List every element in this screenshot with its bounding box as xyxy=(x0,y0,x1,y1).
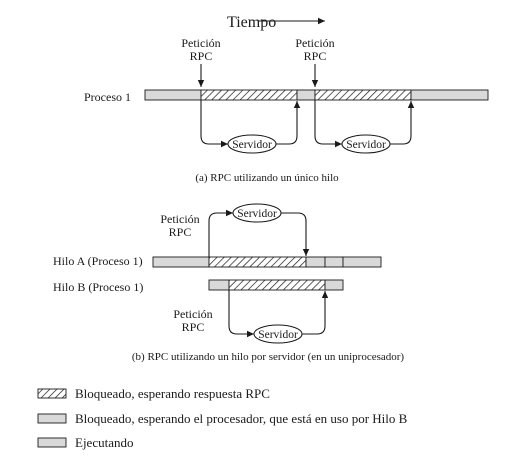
running-segment xyxy=(342,256,382,268)
server-label-b1: Servidor xyxy=(237,208,277,220)
blocked-rpc-segment xyxy=(228,279,326,291)
legend-swatch-hatched xyxy=(37,388,67,399)
blocked-rpc-segment xyxy=(200,89,298,101)
running-segment xyxy=(410,89,489,101)
time-label: Tiempo xyxy=(227,14,276,31)
request-label-b1-line1: Petición xyxy=(160,212,199,226)
reply-arrow-a2 xyxy=(390,101,415,145)
server-label-a2: Servidor xyxy=(346,139,386,151)
call-arrow-a1 xyxy=(200,100,228,148)
blocked-rpc-segment xyxy=(314,89,412,101)
reply-arrow-b2 xyxy=(302,291,329,335)
process-label: Proceso 1 xyxy=(84,90,131,104)
reply-arrow-b1 xyxy=(281,212,310,256)
call-arrow-a2 xyxy=(314,100,342,148)
thread-a-label: Hilo A (Proceso 1) xyxy=(53,254,143,268)
blocked-rpc-segment xyxy=(208,256,307,268)
request-label-b2-line1: Petición xyxy=(173,307,212,321)
reply-arrow-a1 xyxy=(276,101,301,145)
thread-b-label: Hilo B (Proceso 1) xyxy=(53,280,143,294)
legend: Bloqueado, esperando respuesta RPC Bloqu… xyxy=(37,386,408,450)
legend-label-running: Ejecutando xyxy=(75,435,133,450)
thread-a-timeline xyxy=(152,256,382,268)
process-1-timeline xyxy=(144,89,489,101)
caption-a: (a) RPC utilizando un único hilo xyxy=(195,172,339,184)
request-label-b2-line2: RPC xyxy=(182,320,205,334)
running-segment xyxy=(324,279,344,291)
running-segment xyxy=(324,256,344,268)
request-label-a2-line2: RPC xyxy=(304,49,327,63)
server-label-b2: Servidor xyxy=(258,329,298,341)
running-segment xyxy=(152,256,210,268)
waiting-processor-segment xyxy=(208,279,230,291)
legend-label-blocked-processor: Bloqueado, esperando el procesador, que … xyxy=(75,411,408,426)
request-label-a1-line1: Petición xyxy=(181,36,220,50)
legend-swatch-gray xyxy=(37,413,67,424)
running-segment xyxy=(144,89,202,101)
waiting-processor-segment xyxy=(305,256,326,268)
request-label-b1-line2: RPC xyxy=(169,225,192,239)
request-label-a1-line2: RPC xyxy=(190,49,213,63)
legend-label-blocked-rpc: Bloqueado, esperando respuesta RPC xyxy=(75,386,270,401)
call-arrow-b1 xyxy=(208,209,233,257)
request-label-a2-line1: Petición xyxy=(295,36,334,50)
caption-b: (b) RPC utilizando un hilo por servidor … xyxy=(132,351,405,363)
running-segment xyxy=(296,89,316,101)
thread-b-timeline xyxy=(208,279,344,291)
server-label-a1: Servidor xyxy=(232,139,272,151)
call-arrow-b2 xyxy=(228,290,254,338)
legend-swatch-gray xyxy=(37,437,67,448)
